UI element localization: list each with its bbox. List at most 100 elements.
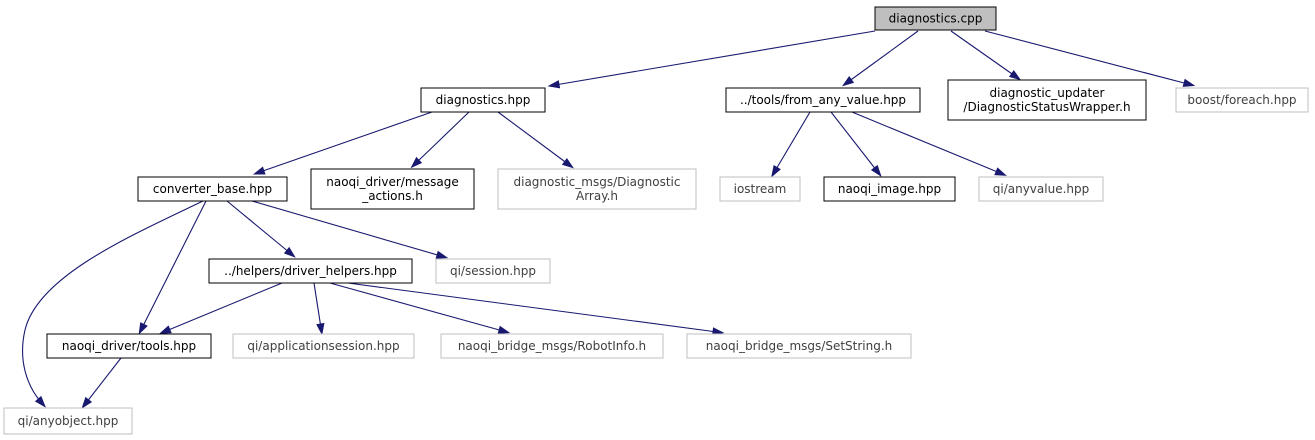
node-qi-session: qi/session.hpp <box>435 258 551 284</box>
node-label: diagnostic_updater <box>990 86 1105 100</box>
node-message-actions[interactable]: naoqi_driver/message_actions.h <box>310 168 475 210</box>
arrowhead-icon <box>252 166 266 175</box>
node-qi-anyobject: qi/anyobject.hpp <box>3 407 133 435</box>
edge-diagnostics-hpp-to-message-actions <box>410 111 470 169</box>
node-iostream: iostream <box>719 176 801 202</box>
arrowhead-icon <box>870 164 882 177</box>
edge-line <box>85 357 122 404</box>
edge-line <box>984 30 1189 85</box>
arrowhead-icon <box>138 322 148 335</box>
node-diag-updater[interactable]: diagnostic_updater/DiagnosticStatusWrapp… <box>947 79 1147 121</box>
edge-converter-base-to-driver-helpers <box>226 200 296 258</box>
edge-driver-helpers-to-tools-hpp <box>159 282 283 334</box>
node-set-string: naoqi_bridge_msgs/SetString.h <box>686 333 912 359</box>
node-box <box>310 168 475 210</box>
node-qi-appsession: qi/applicationsession.hpp <box>232 333 415 359</box>
arrowhead-icon <box>410 156 423 169</box>
node-boost-foreach: boost/foreach.hpp <box>1175 87 1309 113</box>
edge-line <box>347 282 718 333</box>
edge-diagnostics-cpp-to-diagnostics-hpp <box>547 30 876 89</box>
node-box <box>420 87 546 113</box>
node-label: boost/foreach.hpp <box>1187 93 1296 107</box>
node-box <box>823 176 956 202</box>
arrowhead-icon <box>1182 78 1196 87</box>
edge-diagnostics-cpp-to-diag-updater <box>950 30 1022 81</box>
arrowhead-icon <box>841 75 855 87</box>
edge-line <box>554 30 876 86</box>
node-box <box>497 168 697 210</box>
node-label: Array.h <box>576 189 618 203</box>
node-driver-helpers[interactable]: ../helpers/driver_helpers.hpp <box>208 258 413 284</box>
edge-diagnostics-cpp-to-boost-foreach <box>984 30 1196 87</box>
node-box <box>947 79 1147 121</box>
node-label: ../helpers/driver_helpers.hpp <box>224 264 397 278</box>
edge-line <box>830 111 878 172</box>
node-label: _actions.h <box>361 189 423 203</box>
node-box <box>874 6 997 31</box>
node-box <box>686 333 912 359</box>
edges-layer <box>22 30 1196 409</box>
edge-driver-helpers-to-qi-appsession <box>313 282 325 336</box>
edge-from-any-value-to-qi-anyvalue <box>851 111 1007 176</box>
arrowhead-icon <box>159 325 172 334</box>
edge-line <box>329 282 504 332</box>
arrowhead-icon <box>1008 69 1022 81</box>
node-label: diagnostics.hpp <box>436 93 531 107</box>
edge-line <box>141 200 207 329</box>
edge-line <box>415 111 470 164</box>
node-box <box>46 333 212 359</box>
node-label: converter_base.hpp <box>153 182 272 196</box>
node-box <box>137 176 288 202</box>
node-naoqi-image[interactable]: naoqi_image.hpp <box>823 176 956 202</box>
edge-from-any-value-to-naoqi-image <box>830 111 882 177</box>
node-label: qi/anyvalue.hpp <box>993 182 1090 196</box>
edge-converter-base-to-qi-anyobject <box>22 200 204 408</box>
arrowhead-icon <box>81 396 93 409</box>
arrowhead-icon <box>771 164 781 178</box>
node-label: qi/anyobject.hpp <box>18 414 119 428</box>
edge-line <box>259 111 433 173</box>
arrowhead-icon <box>994 167 1007 176</box>
node-label: /DiagnosticStatusWrapper.h <box>963 100 1130 114</box>
node-from-any-value[interactable]: ../tools/from_any_value.hpp <box>725 87 921 113</box>
edge-line <box>251 200 442 257</box>
node-box <box>232 333 415 359</box>
node-label: qi/applicationsession.hpp <box>247 339 399 353</box>
edge-diagnostics-cpp-to-from-any-value <box>841 30 919 87</box>
node-tools-hpp[interactable]: naoqi_driver/tools.hpp <box>46 333 212 359</box>
arrowhead-icon <box>435 250 449 259</box>
node-diagnostics-hpp[interactable]: diagnostics.hpp <box>420 87 546 113</box>
node-label: ../tools/from_any_value.hpp <box>740 93 906 107</box>
node-label: diagnostics.cpp <box>889 12 983 26</box>
edge-diagnostics-hpp-to-converter-base <box>252 111 433 175</box>
node-box <box>1175 87 1309 113</box>
node-qi-anyvalue: qi/anyvalue.hpp <box>978 176 1104 202</box>
node-box <box>208 258 413 284</box>
edge-line <box>774 111 811 172</box>
arrowhead-icon <box>316 322 325 336</box>
node-label: iostream <box>734 182 787 196</box>
node-box <box>978 176 1104 202</box>
node-box <box>3 407 133 435</box>
node-label: diagnostic_msgs/Diagnostic <box>514 175 681 189</box>
edge-driver-helpers-to-set-string <box>347 282 725 336</box>
edge-converter-base-to-tools-hpp <box>138 200 207 335</box>
node-label: naoqi_driver/tools.hpp <box>62 339 196 353</box>
edge-line <box>313 282 322 329</box>
edge-line <box>847 30 919 83</box>
edge-converter-base-to-qi-session <box>251 200 449 259</box>
node-label: naoqi_bridge_msgs/SetString.h <box>706 339 893 353</box>
arrowhead-icon <box>34 395 46 408</box>
node-box <box>435 258 551 284</box>
edge-line <box>851 111 1001 174</box>
edge-from-any-value-to-iostream <box>771 111 811 178</box>
node-label: naoqi_bridge_msgs/RobotInfo.h <box>458 339 646 353</box>
node-converter-base[interactable]: converter_base.hpp <box>137 176 288 202</box>
node-robot-info: naoqi_bridge_msgs/RobotInfo.h <box>440 333 664 359</box>
edge-line <box>226 200 291 254</box>
node-box <box>719 176 801 202</box>
edge-tools-hpp-to-qi-anyobject <box>81 357 122 409</box>
node-diagnostics-cpp[interactable]: diagnostics.cpp <box>874 6 997 31</box>
